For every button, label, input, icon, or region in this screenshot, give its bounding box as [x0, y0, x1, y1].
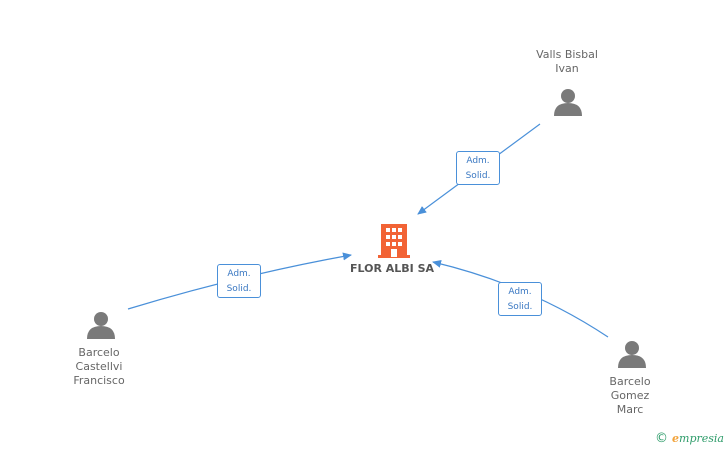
role-line: Adm.: [227, 269, 251, 279]
person-name-barcelo-castellvi[interactable]: Barcelo Castellvi Francisco: [73, 346, 124, 388]
role-badge-valls[interactable]: Adm. Solid.: [456, 151, 500, 185]
role-line: Adm.: [508, 287, 532, 297]
person-icon[interactable]: [554, 89, 582, 116]
brand-logo: empresia: [672, 432, 724, 445]
building-icon[interactable]: [378, 224, 410, 258]
person-name-line: Francisco: [73, 374, 125, 387]
company-name[interactable]: FLOR ALBI SA: [349, 262, 435, 275]
person-name-line: Barcelo: [609, 375, 651, 388]
person-icon[interactable]: [87, 312, 115, 339]
watermark: © empresia: [655, 431, 724, 446]
role-line: Solid.: [226, 284, 252, 294]
role-badge-castellvi[interactable]: Adm. Solid.: [217, 264, 261, 298]
person-name-line: Valls Bisbal: [536, 48, 598, 61]
role-line: Solid.: [465, 171, 491, 181]
person-name-line: Ivan: [555, 62, 579, 75]
person-name-barcelo-gomez[interactable]: Barcelo Gomez Marc: [609, 375, 650, 417]
person-name-line: Gomez: [610, 389, 650, 402]
person-icon[interactable]: [618, 341, 646, 368]
person-name-line: Castellvi: [75, 360, 123, 373]
role-line: Adm.: [466, 156, 490, 166]
role-badge-gomez[interactable]: Adm. Solid.: [498, 282, 542, 316]
copyright-icon: ©: [655, 431, 669, 446]
person-name-line: Marc: [616, 403, 644, 416]
role-line: Solid.: [507, 302, 533, 312]
person-name-valls-bisbal[interactable]: Valls Bisbal Ivan: [536, 48, 598, 76]
person-name-line: Barcelo: [78, 346, 120, 359]
